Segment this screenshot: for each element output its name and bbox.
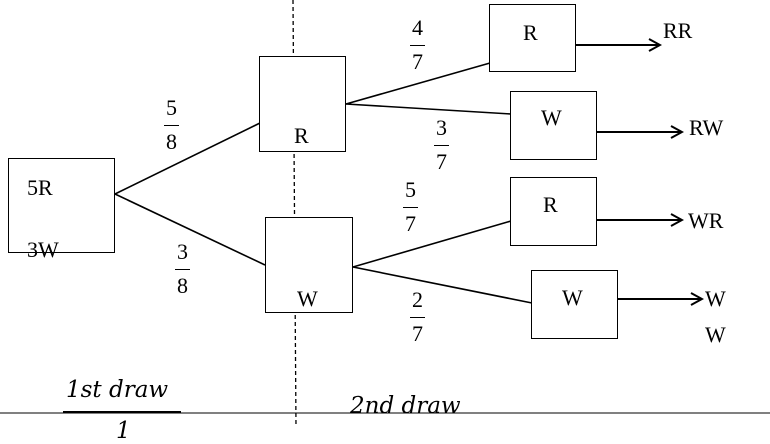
second-draw-box-wr: R [510,177,597,246]
second-draw-label-wr: R [543,192,558,217]
root-white-count: 3W [27,237,59,262]
prob-first-red: 5 8 [164,95,179,154]
root-box: 5R 3W [8,158,115,262]
first-draw-red-label: R [294,123,309,148]
branch-root-to-r [114,122,261,195]
prob-second-ww: 2 7 [410,287,425,346]
prob-second-wr: 5 7 [403,177,418,236]
second-draw-label-rr: R [523,20,538,45]
second-draw-label-ww: W [562,285,583,310]
first-draw-denominator: 1 [116,418,131,444]
first-draw-red-box: R [259,56,346,152]
first-draw-white-label: W [297,286,318,311]
first-draw-label: 1st draw [66,377,169,403]
prob-second-rr: 4 7 [410,15,425,74]
first-draw-white-box: W [265,217,353,313]
outcome-wr: WR [688,208,724,233]
second-draw-box-ww: W [531,270,618,339]
branch-w-to-r [352,220,512,268]
root-red-count: 5R [27,175,53,200]
branch-r-to-w [345,103,512,115]
prob-first-white: 3 8 [175,239,190,298]
tree-connectors [0,0,770,428]
second-draw-label: 2nd draw [350,393,461,419]
second-draw-box-rw: W [510,91,597,160]
branch-w-to-w [352,266,533,304]
second-draw-label-rw: W [541,105,562,130]
second-draw-box-rr: R [489,4,576,72]
outcome-rr: RR [663,18,693,43]
outcome-ww-line1: W [705,286,726,311]
branch-r-to-r [345,62,491,105]
prob-second-rw: 3 7 [434,115,449,174]
branch-root-to-w [114,193,266,266]
outcome-ww-line2: W [705,322,726,347]
outcome-rw: RW [689,115,724,140]
